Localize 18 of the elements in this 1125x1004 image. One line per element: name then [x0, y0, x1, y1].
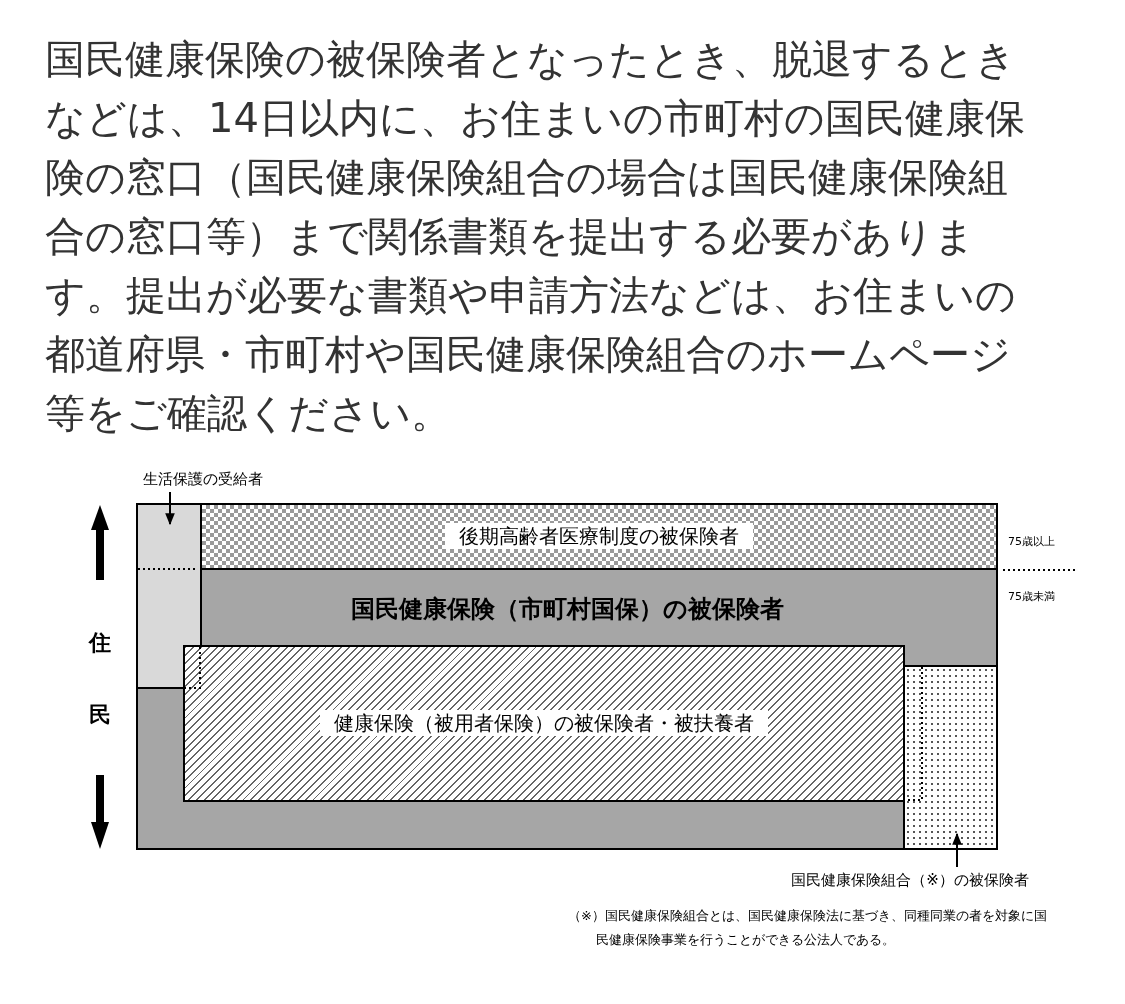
leader-line — [165, 491, 175, 526]
axis-label: 民 — [88, 701, 112, 729]
box-label: 健康保険（被用者保険）の被保険者・被扶養者 — [319, 710, 768, 736]
callout-text: 生活保護の受給者 — [118, 466, 288, 492]
footnote: （※）国民健康保険組合とは、国民健康保険法に基づき、同種同業の者を対象に国民健康保険事業を行うことができる公法人である。 — [568, 907, 1048, 949]
age-label: 75歳以上 — [1008, 534, 1056, 549]
column-box — [135, 502, 202, 689]
intro-paragraph: 国民健康保険の被保険者となったとき、脱退するときなどは、14日以内に、お住まいの市町村の国民健康保険の窓口（国民健康保険組合の場合は国民健康保険組合の窓口等）まで関係書類を提出する必要があります。提出が必要な書類や申請方法などは、お住まいの都道府県・市町村や国民健康保険組合のホームページ等をご確認ください。 — [45, 35, 1026, 438]
hatched-box — [182, 644, 905, 802]
age-label: 75歳未満 — [1008, 589, 1056, 604]
box-label: 国民健康保険（市町村国保）の被保険者 — [349, 594, 785, 625]
dotted-box — [902, 664, 998, 850]
region-box — [136, 503, 998, 850]
leader-line — [952, 832, 962, 868]
axis-label: 住 — [87, 629, 112, 657]
callout-text: 国民健康保険組合（※）の被保険者 — [770, 867, 1050, 893]
box-label: 後期高齢者医療制度の被保険者 — [444, 523, 753, 549]
band-box — [199, 502, 998, 570]
